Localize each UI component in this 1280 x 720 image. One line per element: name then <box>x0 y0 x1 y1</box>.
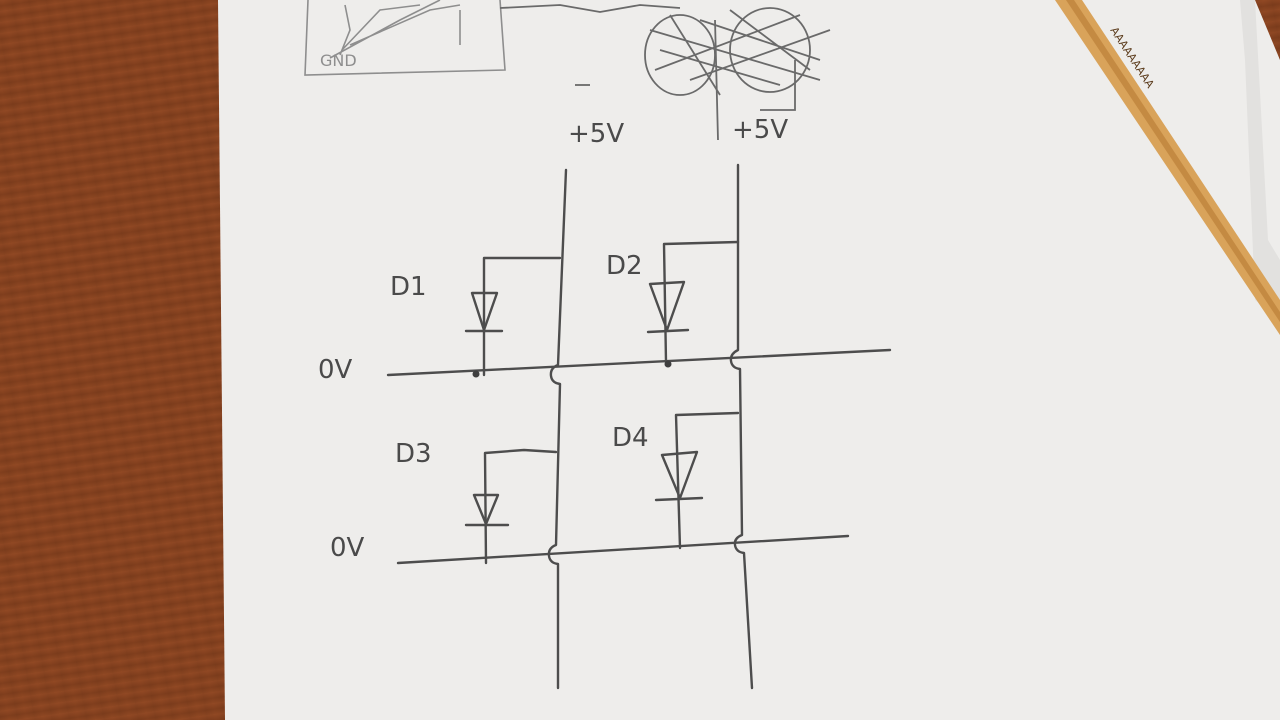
junction-dot-d1 <box>472 370 480 378</box>
ground-rail-bottom <box>396 534 850 565</box>
diode-d4 <box>654 411 740 550</box>
junction-dot-d2 <box>664 360 672 368</box>
gnd-label: GND <box>320 51 357 70</box>
diode-d3 <box>464 448 558 565</box>
supply-line-right <box>729 163 754 690</box>
ground-label-bottom: 0V <box>330 533 365 563</box>
paper-sheet <box>218 0 1280 720</box>
supply-line-left <box>547 168 568 690</box>
diode-d1 <box>464 256 562 377</box>
diode-d2 <box>646 240 740 364</box>
ground-rail-top <box>386 348 892 377</box>
diode-label-d2: D2 <box>606 251 643 281</box>
supply-label-left: +5V <box>568 119 624 149</box>
diode-label-d3: D3 <box>395 439 432 469</box>
top-scribble-sketch: GND <box>304 0 506 76</box>
diode-label-d4: D4 <box>612 423 649 453</box>
paper-shadow-edge <box>1240 0 1280 320</box>
top-scribble-cluster <box>499 4 831 141</box>
diode-label-d1: D1 <box>390 272 427 302</box>
supply-label-right: +5V <box>732 115 788 145</box>
ground-label-top: 0V <box>318 355 353 385</box>
